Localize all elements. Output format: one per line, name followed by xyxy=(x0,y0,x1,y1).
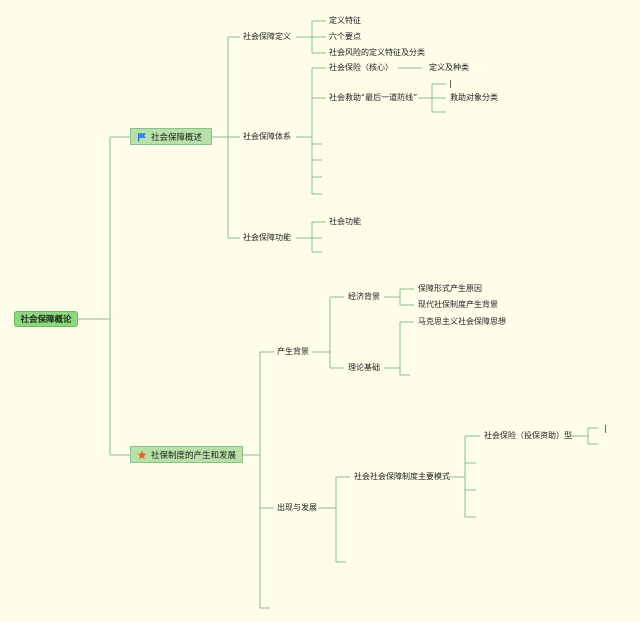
branch-label: 社保制度的产生和发展 xyxy=(151,450,237,461)
topic-development[interactable]: 出现与发展 xyxy=(277,503,317,512)
subtopic-protection-origin[interactable]: 保障形式产生原因 xyxy=(418,284,482,293)
text-cursor-marker: | xyxy=(604,424,607,433)
branch-label: 社会保障概述 xyxy=(151,132,203,143)
subtopic-main-models[interactable]: 社会社会保障制度主要模式 xyxy=(354,472,450,481)
subtopic-social-function[interactable]: 社会功能 xyxy=(329,217,361,226)
topic-background[interactable]: 产生背景 xyxy=(277,347,309,356)
subtopic-six-key-points[interactable]: 六个要点 xyxy=(329,32,361,41)
branch-system-origin-development[interactable]: 社保制度的产生和发展 xyxy=(130,446,243,463)
text-cursor-marker: | xyxy=(449,79,452,88)
topic-definition[interactable]: 社会保障定义 xyxy=(243,32,291,41)
topic-function[interactable]: 社会保障功能 xyxy=(243,233,291,242)
root-node[interactable]: 社会保障概论 xyxy=(14,311,78,327)
topic-system[interactable]: 社会保障体系 xyxy=(243,132,291,141)
root-label: 社会保障概论 xyxy=(20,315,72,325)
subtopic-social-insurance[interactable]: 社会保险（核心） xyxy=(329,63,393,72)
subtopic-modern-background[interactable]: 现代社保制度产生背景 xyxy=(418,300,498,309)
subtopic-social-risk[interactable]: 社会风险的定义特征及分类 xyxy=(329,48,425,57)
subtopic-economic-background[interactable]: 经济背景 xyxy=(348,292,380,301)
subtopic-theory-basis[interactable]: 理论基础 xyxy=(348,363,380,372)
branch-social-security-overview[interactable]: 社会保障概述 xyxy=(130,128,212,145)
subtopic-definition-features[interactable]: 定义特征 xyxy=(329,16,361,25)
subtopic-social-assistance[interactable]: 社会救助“最后一道防线” xyxy=(329,93,418,102)
star-icon xyxy=(137,450,147,459)
subtopic-assistance-targets[interactable]: 救助对象分类 xyxy=(450,93,498,102)
subtopic-definition-types[interactable]: 定义及种类 xyxy=(429,63,469,72)
subtopic-insurance-model[interactable]: 社会保险（投保资助）型 xyxy=(484,431,572,440)
subtopic-marxist-thought[interactable]: 马克思主义社会保障思想 xyxy=(418,317,506,326)
flag-icon xyxy=(138,132,146,141)
